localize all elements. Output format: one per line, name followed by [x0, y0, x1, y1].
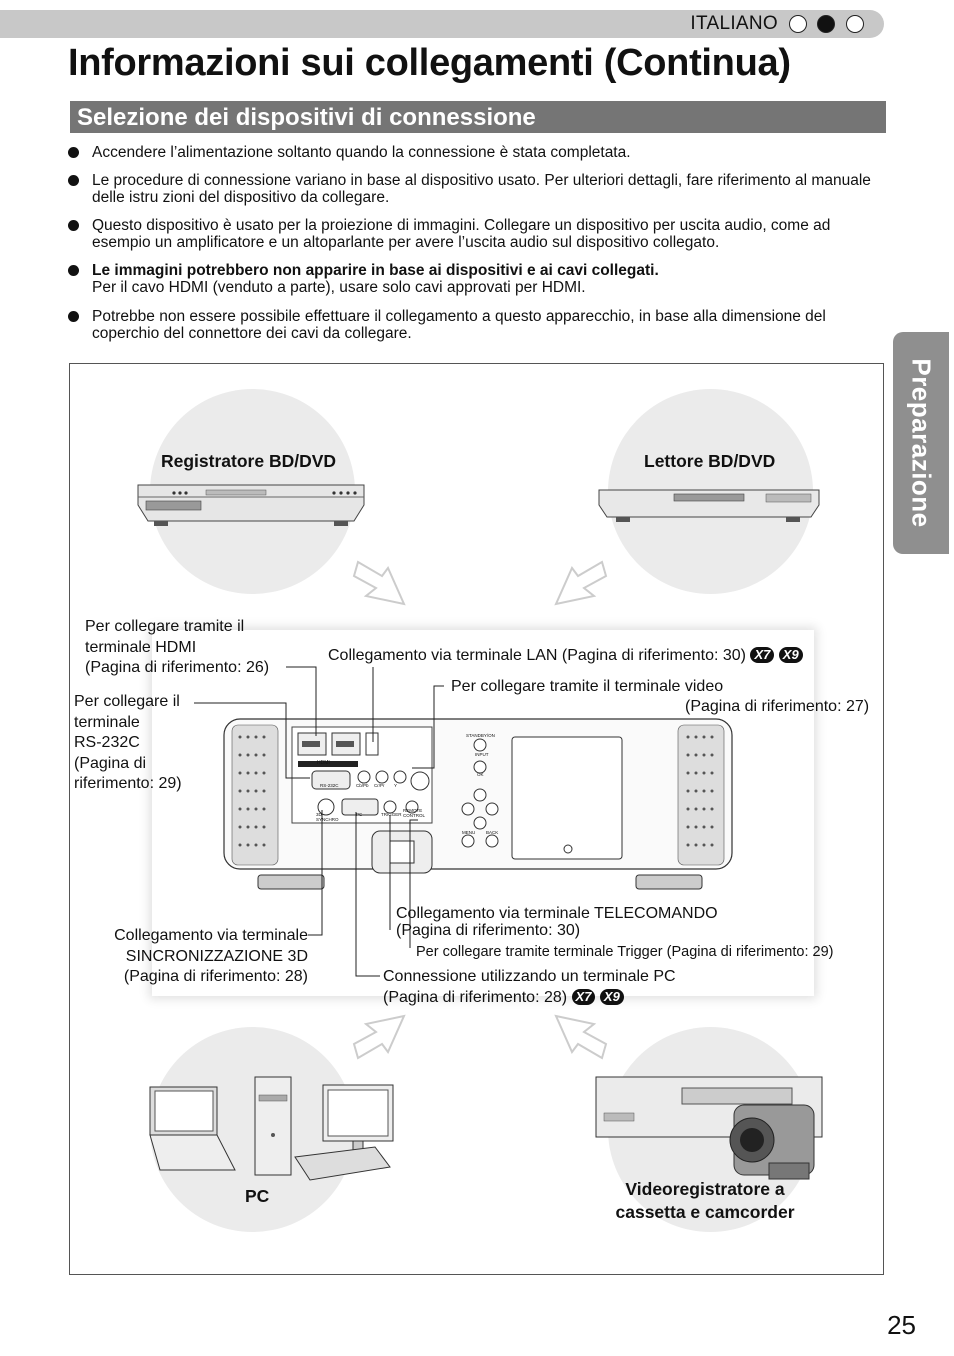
bullet-text: Accendere l’alimentazione soltanto quand… — [92, 144, 631, 161]
bullet-icon — [68, 147, 79, 158]
callout-lan: Collegamento via terminale LAN (Pagina d… — [328, 646, 803, 667]
bd-player-label: Lettore BD/DVD — [644, 451, 776, 471]
language-indicator-dot-active — [817, 15, 835, 33]
model-badge: X7 — [571, 988, 596, 1005]
hdmi-leader — [286, 666, 317, 736]
panel-label-trigger: TRIGGER — [381, 812, 402, 817]
bullet-icon — [68, 175, 79, 186]
model-badge: X7 — [750, 647, 775, 663]
chapter-tab[interactable]: Preparazione — [893, 332, 949, 554]
pc-term-leader — [355, 812, 380, 977]
bullet-item: Questo dispositivo è usato per la proiez… — [68, 217, 888, 251]
pc-image — [149, 1076, 394, 1181]
bd-recorder-image — [137, 484, 365, 526]
pc-label: PC — [245, 1186, 270, 1206]
panel-label-input: INPUT — [475, 752, 489, 757]
bullet-bold-text: Le immagini potrebbero non apparire in b… — [92, 262, 659, 279]
callout-video-2: (Pagina di riferimento: 27) — [685, 698, 870, 715]
bullet-text: Le procedure di connessione variano in b… — [92, 172, 871, 206]
callout-hdmi: Per collegare tramite il terminale HDMI … — [85, 618, 270, 676]
language-indicator-dot — [789, 15, 807, 33]
model-badge: X9 — [599, 988, 624, 1005]
bd-player-image — [598, 489, 820, 522]
bullet-text: Per il cavo HDMI (venduto a parte), usar… — [92, 279, 586, 296]
panel-label-y: Y — [394, 783, 398, 788]
panel-label-sync: 3D SYNCHRO — [316, 812, 339, 822]
model-badge: X9 — [778, 647, 803, 663]
language-label: ITALIANO — [690, 13, 778, 34]
arrow-icon — [352, 560, 406, 606]
callout-rs232: Per collegare il terminale RS-232C (Pagi… — [74, 693, 182, 792]
header-bar — [0, 10, 884, 38]
panel-label-cbpb: Cb/Pb — [356, 783, 369, 788]
bullet-item: Le immagini potrebbero non apparire in b… — [68, 262, 888, 296]
bullet-item: Le procedure di connessione variano in b… — [68, 172, 888, 206]
bullet-item: Accendere l’alimentazione soltanto quand… — [68, 144, 888, 161]
callout-video-1: Per collegare tramite il terminale video — [451, 678, 724, 695]
language-indicator-dot — [846, 15, 864, 33]
rs232-leader — [194, 702, 310, 779]
vcr-camcorder-image — [595, 1076, 823, 1180]
panel-label-ok: OK — [477, 772, 484, 777]
panel-label-rs232: RS-232C — [320, 783, 339, 788]
vcr-label: Videoregistratore a cassetta e camcorder — [615, 1179, 795, 1222]
panel-label-back: BACK — [486, 830, 499, 835]
panel-label-crpr: Cr/Pr — [374, 783, 385, 788]
trigger-leader — [409, 819, 418, 948]
callout-remote: Collegamento via terminale TELECOMANDO (… — [396, 905, 718, 939]
panel-label-menu: MENU — [462, 830, 476, 835]
arrow-icon — [554, 1014, 608, 1060]
bullet-icon — [68, 220, 79, 231]
callout-pc-terminal: Connessione utilizzando un terminale PC … — [383, 968, 676, 1006]
panel-label-pc: PC — [356, 812, 363, 817]
page-number: 25 — [887, 1310, 916, 1340]
video-leader — [412, 685, 444, 769]
page-title: Informazioni sui collegamenti (Continua) — [68, 42, 791, 84]
projector-rear-panel — [223, 718, 733, 890]
bd-recorder-label: Registratore BD/DVD — [161, 451, 337, 471]
section-title: Selezione dei dispositivi di connessione — [77, 104, 536, 131]
panel-label-standby: STANDBY/ON — [466, 733, 495, 738]
callout-sync3d: Collegamento via terminale SINCRONIZZAZI… — [114, 927, 308, 985]
arrow-icon — [352, 1014, 406, 1060]
sync3d-leader — [308, 810, 323, 936]
bullet-text: Questo dispositivo è usato per la proiez… — [92, 217, 831, 251]
section-header: Selezione dei dispositivi di connessione — [70, 101, 886, 133]
bullet-icon — [68, 265, 79, 276]
arrow-icon — [554, 560, 608, 606]
panel-label-remote: REMOTE CONTROL — [403, 808, 426, 818]
callout-trigger: Per collegare tramite terminale Trigger … — [416, 944, 834, 960]
bullet-text: Potrebbe non essere possibile effettuare… — [92, 308, 826, 342]
bullet-icon — [68, 311, 79, 322]
panel-label-hdmi: HDMI — [317, 760, 330, 766]
bullet-item: Potrebbe non essere possibile effettuare… — [68, 308, 888, 342]
